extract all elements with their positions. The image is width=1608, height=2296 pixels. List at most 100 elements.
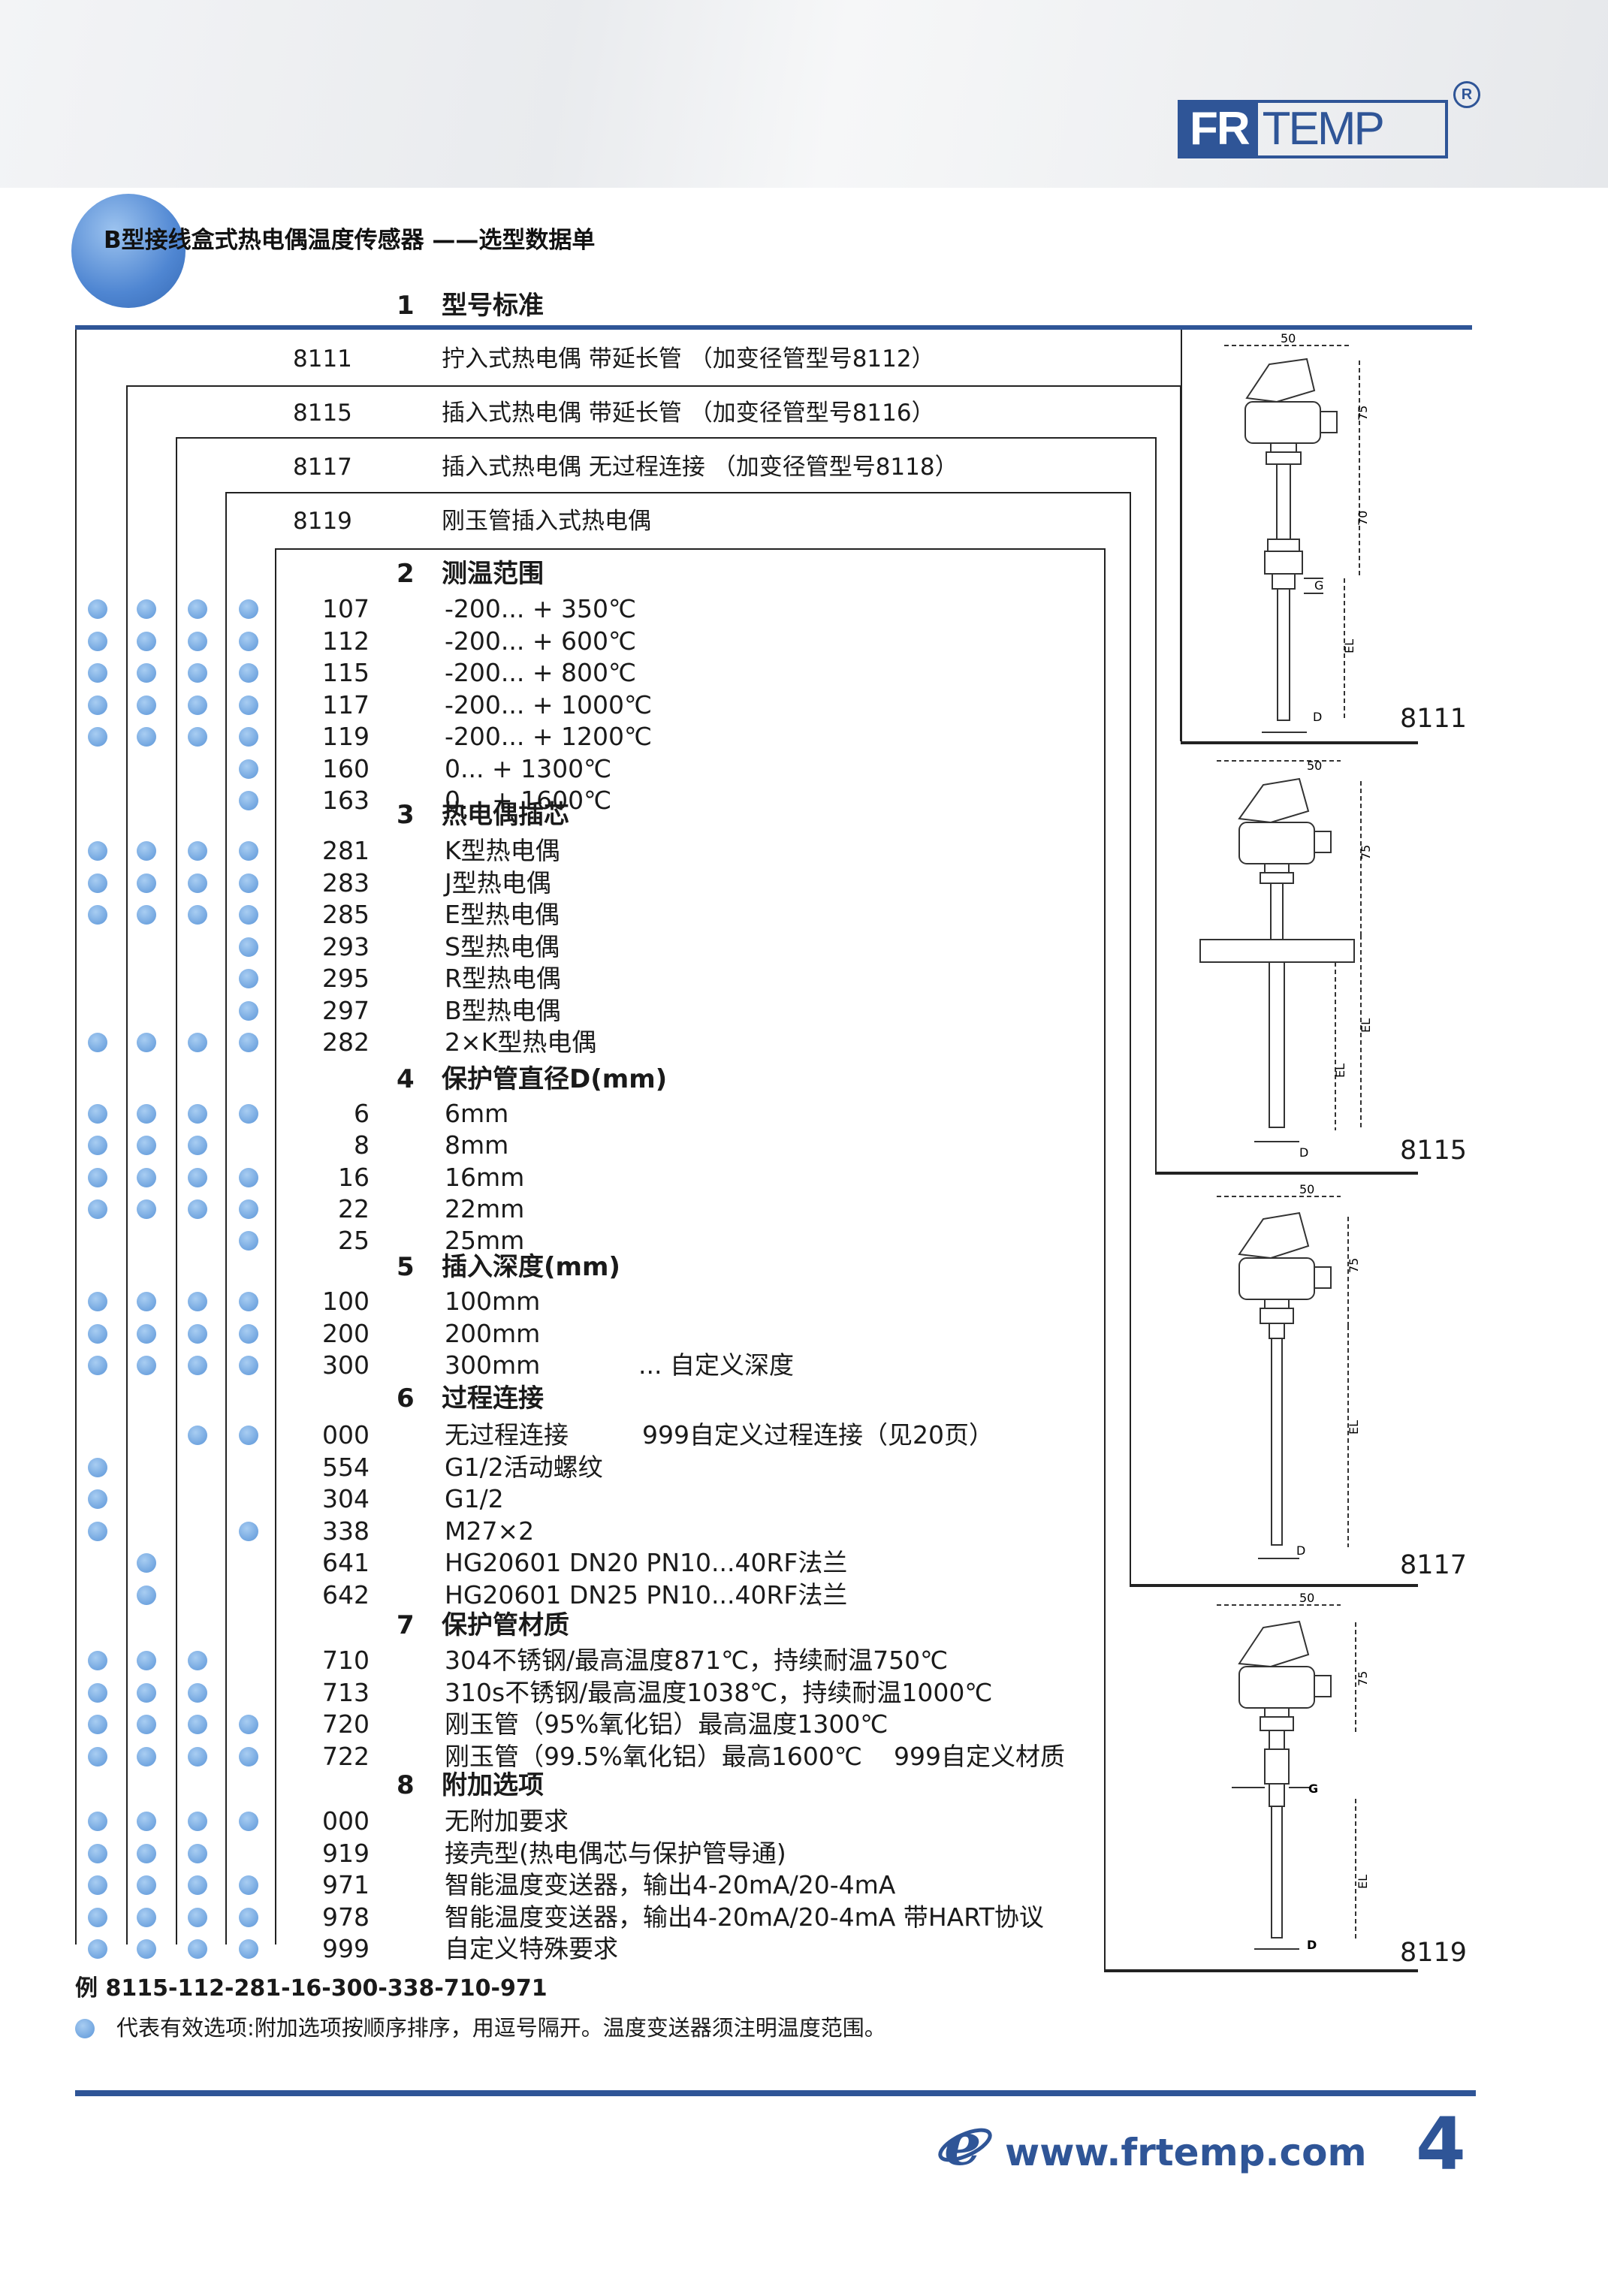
option-desc: 300mm (445, 1350, 541, 1380)
option-code: 293 (322, 932, 370, 961)
bracket-8115-top (126, 385, 1181, 387)
option-code: 297 (322, 996, 370, 1025)
option-code: 554 (322, 1453, 370, 1482)
option-extra: 999自定义材质 (894, 1742, 1065, 1771)
valid-option-dot-icon (239, 969, 258, 988)
section-title: 过程连接 (442, 1383, 544, 1414)
bracket-8111-foot (1181, 741, 1418, 744)
valid-option-dot-icon (88, 1136, 107, 1155)
valid-option-dot-icon (137, 1908, 156, 1927)
valid-option-dot-icon (88, 1324, 107, 1344)
option-code: 000 (322, 1420, 370, 1450)
option-code: 100 (322, 1287, 370, 1316)
valid-option-dot-icon (137, 1168, 156, 1187)
dim-width-label: 50 (1281, 331, 1296, 345)
model-code: 8117 (293, 454, 352, 481)
valid-option-dot-icon (239, 873, 258, 893)
option-desc: G1/2活动螺纹 (445, 1453, 603, 1482)
drawing-8117: 50 75 EL D (1217, 1182, 1361, 1559)
valid-option-dot-icon (88, 1844, 107, 1863)
valid-option-dot-icon (137, 1553, 156, 1573)
option-desc: 智能温度变送器，输出4-20mA/20-4mA 带HART协议 (445, 1902, 1044, 1932)
valid-option-dot-icon (137, 1292, 156, 1311)
valid-option-dot-icon (188, 1747, 207, 1767)
valid-option-dot-icon (137, 1715, 156, 1734)
dim-width-label: 50 (1307, 759, 1322, 773)
page-number: 4 (1416, 2102, 1466, 2186)
dim-height-label: 75 (1356, 406, 1370, 421)
valid-option-dot-icon (137, 1136, 156, 1155)
legend-text: 代表有效选项:附加选项按顺序排序，用逗号隔开。温度变送器须注明温度范围。 (116, 2015, 886, 2041)
drawing-caption: 8115 (1400, 1136, 1468, 1166)
valid-option-dot-icon (188, 841, 207, 861)
valid-option-dot-icon (188, 1324, 207, 1344)
order-example: 例 8115-112-281-16-300-338-710-971 (75, 1975, 548, 2002)
option-desc: HG20601 DN25 PN10...40RF法兰 (445, 1580, 848, 1610)
model-code: 8115 (293, 400, 352, 427)
option-code: 283 (322, 868, 370, 898)
valid-option-dot-icon (88, 1033, 107, 1052)
valid-option-dot-icon (188, 1136, 207, 1155)
option-desc: 304不锈钢/最高温度871℃，持续耐温750℃ (445, 1646, 949, 1675)
model-desc: 插入式热电偶 无过程连接 （加变径管型号8118） (442, 454, 958, 481)
valid-option-dot-icon (188, 1683, 207, 1703)
valid-option-dot-icon (239, 905, 258, 925)
valid-option-dot-icon (188, 1033, 207, 1052)
option-code: 25 (338, 1226, 370, 1255)
dim-thread-label: G (1308, 1782, 1318, 1796)
svg-text:e: e (944, 2110, 982, 2177)
section-title: 热电偶插芯 (442, 800, 569, 830)
internet-e-icon: e (938, 2110, 992, 2177)
website-link[interactable]: www.frtemp.com (1005, 2131, 1367, 2174)
valid-option-dot-icon (239, 1875, 258, 1895)
valid-option-dot-icon (239, 1747, 258, 1767)
valid-option-dot-icon (88, 1683, 107, 1703)
registered-mark-icon: R (1453, 81, 1480, 108)
valid-option-dot-icon (239, 1104, 258, 1124)
valid-option-dot-icon (137, 1875, 156, 1895)
section-title: 型号标准 (442, 291, 544, 321)
dim-width-label: 50 (1299, 1591, 1314, 1605)
option-code: 304 (322, 1484, 370, 1513)
dim-diameter-label: D (1299, 1145, 1308, 1160)
section-number: 8 (397, 1770, 415, 1800)
option-desc: -200... + 800℃ (445, 658, 637, 687)
section-number: 3 (397, 800, 415, 830)
valid-option-dot-icon (188, 1875, 207, 1895)
valid-option-dot-icon (88, 1908, 107, 1927)
option-code: 285 (322, 900, 370, 929)
valid-option-dot-icon (188, 1199, 207, 1219)
option-code: 281 (322, 836, 370, 865)
model-desc: 插入式热电偶 带延长管 （加变径管型号8116） (442, 400, 935, 427)
valid-option-dot-icon (239, 1231, 258, 1251)
valid-option-dot-icon (188, 695, 207, 715)
bracket-8119-top (225, 492, 1131, 493)
valid-option-dot-icon (239, 632, 258, 651)
option-code: 107 (322, 594, 370, 623)
valid-option-dot-icon (239, 727, 258, 747)
section-number: 4 (397, 1064, 415, 1094)
valid-option-dot-icon (88, 1199, 107, 1219)
valid-option-dot-icon (137, 1199, 156, 1219)
valid-option-dot-icon (239, 663, 258, 683)
valid-option-dot-icon (88, 1292, 107, 1311)
option-code: 282 (322, 1027, 370, 1057)
header-band (0, 0, 1608, 188)
valid-option-dot-icon (239, 937, 258, 957)
bracket-8111-vertical (75, 330, 77, 1945)
option-desc: -200... + 1000℃ (445, 690, 653, 720)
section-number: 6 (397, 1383, 415, 1414)
bracket-8119-right (1104, 548, 1106, 1971)
dim-height-label: 75 (1347, 1258, 1361, 1273)
section-title: 测温范围 (442, 559, 544, 589)
valid-option-dot-icon (88, 873, 107, 893)
option-desc: 无附加要求 (445, 1806, 569, 1836)
section-number: 1 (397, 291, 415, 321)
valid-option-dot-icon (188, 1715, 207, 1734)
valid-option-dot-icon (239, 1426, 258, 1445)
option-desc: M27×2 (445, 1516, 535, 1546)
dim-thread-label: G (1314, 578, 1323, 593)
option-desc: 22mm (445, 1194, 525, 1223)
option-desc: 刚玉管（95%氧化铝）最高温度1300℃ (445, 1709, 888, 1739)
dim-diameter-label: D (1307, 1938, 1317, 1952)
